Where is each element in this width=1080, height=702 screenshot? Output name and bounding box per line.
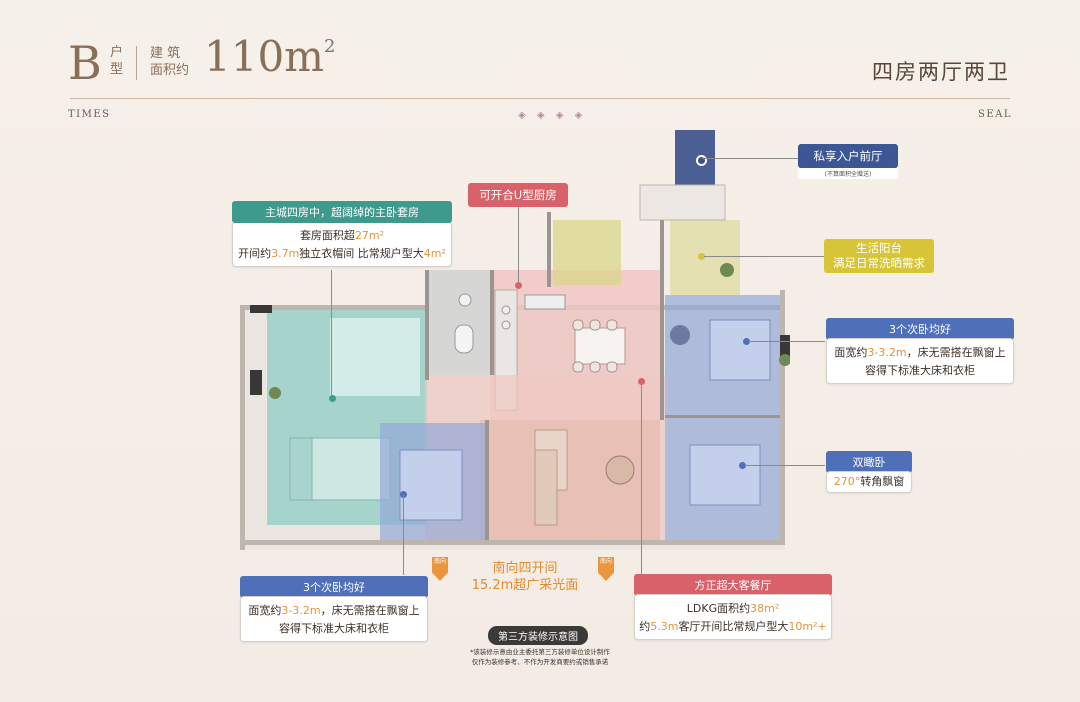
living-line1: LDKG面积约38m² <box>686 602 780 615</box>
unit-suffix-2: 型 <box>110 62 124 77</box>
bedroom-right-callout: 3个次卧均好 面宽约3-3.2m，床无需搭在飘窗上 容得下标准大床和衣柜 <box>826 318 1014 384</box>
brand-left: TIMES <box>68 109 111 120</box>
bedroom-right-dot <box>743 338 750 345</box>
bedroom-right-line2: 容得下标准大床和衣柜 <box>865 364 975 377</box>
bedroom-left-dot <box>400 491 407 498</box>
foyer-title: 私享入户前厅 <box>798 144 898 168</box>
master-line1: 套房面积超27m² <box>299 229 385 242</box>
area-value: 110m2 <box>204 32 336 81</box>
living-dot <box>638 378 645 385</box>
view-bedroom-title: 双瞰卧 <box>826 451 912 473</box>
bedroom-left-title: 3个次卧均好 <box>240 576 428 598</box>
kitchen-dot <box>515 282 522 289</box>
foyer-dot <box>696 155 707 166</box>
balcony-dot <box>698 253 705 260</box>
unit-letter: B <box>68 36 102 90</box>
brand-right: SEAL <box>977 109 1012 120</box>
view-bedroom-dot <box>739 462 746 469</box>
floor-plan <box>240 130 790 550</box>
bedroom-left-line2: 容得下标准大床和衣柜 <box>279 622 389 635</box>
unit-suffix-1: 户 <box>110 45 124 60</box>
bedroom-right-leader <box>749 341 825 342</box>
south-callout: 南向四开间 15.2m超广采光面 <box>455 560 595 594</box>
foyer-leader <box>702 158 798 159</box>
dining-table <box>572 319 626 373</box>
layout-name: 四房两厅两卫 <box>872 60 1010 84</box>
foyer-callout: 私享入户前厅 (不算面积全赠送) <box>798 144 898 179</box>
bedroom-right-title: 3个次卧均好 <box>826 318 1014 340</box>
bedroom-left-line1: 面宽约3-3.2m，床无需搭在飘窗上 <box>248 604 420 617</box>
kitchen-callout: 可开合U型厨房 <box>468 183 568 207</box>
render-caption: 第三方装修示意图 <box>488 626 588 645</box>
view-bedroom-window: 转角飘窗 <box>860 475 905 488</box>
master-dot <box>329 395 336 402</box>
living-line2: 约5.3m客厅开间比常规户型大10m²+ <box>639 620 827 633</box>
area-label-2: 面积约 <box>150 63 190 78</box>
foyer-note: (不算面积全赠送) <box>798 168 898 179</box>
master-bed <box>289 437 391 501</box>
header-rule <box>70 98 1010 99</box>
view-bedroom-leader <box>745 465 825 466</box>
header-divider <box>136 46 137 80</box>
master-title: 主城四房中，超阔绰的主卧套房 <box>232 201 452 223</box>
ornament-icon: ◈ ◈ ◈ ◈ <box>518 110 587 121</box>
bedroom-right-line1: 面宽约3-3.2m，床无需搭在飘窗上 <box>834 346 1006 359</box>
balcony-line2: 满足日常洗晒需求 <box>833 256 925 270</box>
living-title: 方正超大客餐厅 <box>634 574 832 596</box>
disclaimer-line2: 仅作为装修参考、不作为开发商要约或销售承诺 <box>471 658 609 666</box>
south-arrow-right-icon: 南向 <box>598 557 614 581</box>
kitchen-leader <box>518 207 519 283</box>
area-label-1: 建 筑 <box>150 46 181 61</box>
balcony-leader <box>704 256 824 257</box>
master-line2: 开间约3.7m独立衣帽间 比常规户型大4m² <box>238 247 446 260</box>
living-callout: 方正超大客餐厅 LDKG面积约38m² 约5.3m客厅开间比常规户型大10m²+ <box>634 574 832 640</box>
master-callout: 主城四房中，超阔绰的主卧套房 套房面积超27m² 开间约3.7m独立衣帽间 比常… <box>232 201 452 267</box>
bedroom-left-leader <box>403 495 404 575</box>
living-leader <box>641 382 642 576</box>
balcony-line1: 生活阳台 <box>856 241 902 255</box>
south-line1: 南向四开间 <box>492 561 558 576</box>
view-bedroom-angle: 270° <box>833 475 861 488</box>
disclaimer-line1: *该装修示意由业主委托第三方装修单位设计制作 <box>470 648 610 656</box>
view-bedroom-callout: 双瞰卧 270°转角飘窗 <box>826 451 912 493</box>
disclaimer: *该装修示意由业主委托第三方装修单位设计制作 仅作为装修参考、不作为开发商要约或… <box>440 647 640 667</box>
balcony-callout: 生活阳台 满足日常洗晒需求 <box>824 239 934 273</box>
master-leader <box>331 270 332 396</box>
south-arrow-left-icon: 南向 <box>432 557 448 581</box>
bedroom-left-callout: 3个次卧均好 面宽约3-3.2m，床无需搭在飘窗上 容得下标准大床和衣柜 <box>240 576 428 642</box>
south-line2: 15.2m超广采光面 <box>471 578 579 593</box>
